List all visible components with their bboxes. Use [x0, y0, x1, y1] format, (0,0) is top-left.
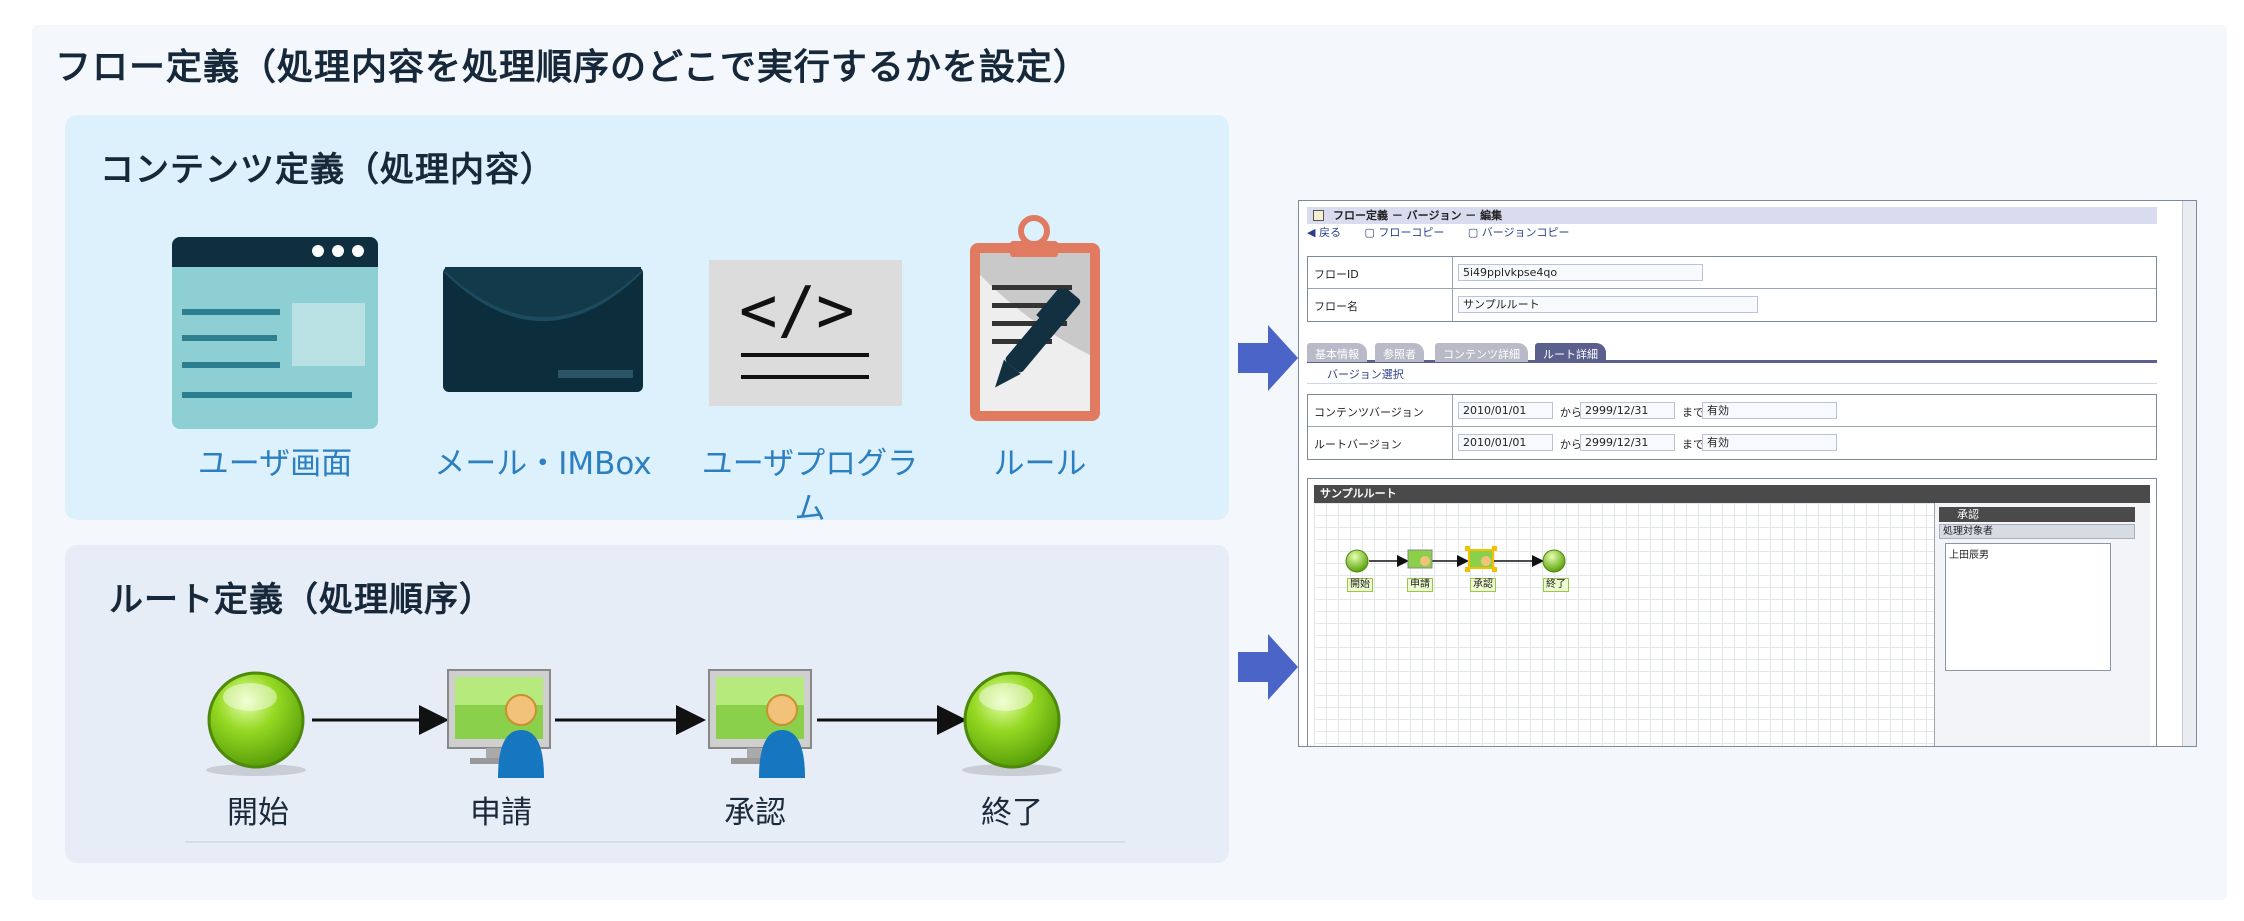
clipboard-pen-icon: [970, 215, 1100, 421]
flow-name-row: フロー名 サンプルルート: [1308, 289, 2156, 321]
processing-target-list[interactable]: 上田辰男: [1945, 543, 2111, 671]
from-text: から: [1560, 406, 1582, 419]
contents-title: コンテンツ定義（処理内容）: [100, 150, 555, 190]
flow-copy-label: フローコピー: [1378, 226, 1445, 239]
from-text: から: [1560, 438, 1582, 451]
window-title-bar: フロー定義 － バージョン － 編集: [1307, 207, 2157, 224]
contents-item-label: ユーザプログラム: [701, 446, 919, 527]
window-icon: [1313, 210, 1324, 221]
tab-bar: 基本情報 参照者 コンテンツ詳細 ルート詳細: [1307, 341, 2157, 363]
flow-info-form: フローID 5i49pplvkpse4qo フロー名 サンプルルート: [1307, 256, 2157, 322]
route-node-label: 申請: [470, 795, 532, 831]
route-version-from-field[interactable]: 2010/01/01: [1458, 434, 1553, 451]
version-select-label: バージョン選択: [1327, 368, 1404, 381]
processing-target-label: 処理対象者: [1939, 524, 2135, 539]
contents-item-label: ユーザ画面: [197, 446, 353, 482]
content-version-from-field[interactable]: 2010/01/01: [1458, 402, 1553, 419]
tab-basic-info[interactable]: 基本情報: [1307, 343, 1367, 362]
route-node-label: 承認: [1470, 578, 1496, 592]
route-node-label: 開始: [1347, 578, 1373, 592]
route-version-label: ルートバージョン: [1308, 427, 1453, 459]
back-label: 戻る: [1318, 226, 1341, 239]
code-icon: </>: [709, 260, 902, 406]
flow-name-field[interactable]: サンプルルート: [1458, 296, 1758, 313]
tab-viewers[interactable]: 参照者: [1375, 343, 1424, 362]
route-title: ルート定義（処理順序）: [109, 580, 494, 620]
flow-id-field[interactable]: 5i49pplvkpse4qo: [1458, 264, 1703, 281]
contents-definition-panel: コンテンツ定義（処理内容） ユーザ画面 メール・IMBox </> ユーザプログ…: [65, 115, 1229, 527]
route-definition-panel: ルート定義（処理順序）: [65, 545, 1229, 863]
route-canvas-graph: [1345, 546, 1566, 573]
vertical-scrollbar[interactable]: [2182, 201, 2196, 746]
flow-id-label: フローID: [1308, 257, 1453, 288]
route-panel-title: サンプルルート: [1314, 485, 2150, 503]
route-flow-diagram: [185, 669, 1125, 843]
until-text: まで: [1682, 438, 1704, 451]
content-version-label: コンテンツバージョン: [1308, 395, 1453, 426]
content-version-row: コンテンツバージョン 2010/01/01 から 2999/12/31 まで 有…: [1308, 395, 2156, 427]
route-editor-panel: サンプルルート: [1307, 478, 2157, 746]
route-node-label: 承認: [724, 795, 786, 831]
start-node-icon: [206, 671, 306, 776]
route-node-label: 終了: [1543, 578, 1569, 592]
page-title: フロー定義（処理内容を処理順序のどこで実行するかを設定）: [55, 47, 1090, 88]
tab-route-detail[interactable]: ルート詳細: [1535, 343, 1606, 362]
envelope-icon: [443, 267, 643, 392]
flow-name-label: フロー名: [1308, 289, 1453, 321]
until-text: まで: [1682, 406, 1704, 419]
version-copy-label: バージョンコピー: [1481, 226, 1570, 239]
user-screen-node-icon: [447, 669, 551, 778]
flow-editor-screenshot: フロー定義 － バージョン － 編集 ◀ 戻る ▢ フローコピー ▢ バージョン…: [1298, 200, 2197, 747]
end-node-icon: [962, 671, 1062, 776]
route-version-row: ルートバージョン 2010/01/01 から 2999/12/31 まで 有効: [1308, 427, 2156, 459]
version-copy-link[interactable]: ▢ バージョンコピー: [1467, 226, 1570, 239]
svg-text:</>: </>: [739, 274, 855, 348]
browser-window-icon: [172, 237, 378, 429]
tab-content-detail[interactable]: コンテンツ詳細: [1435, 343, 1528, 362]
processing-target-user: 上田辰男: [1949, 550, 1989, 561]
route-node-label: 終了: [981, 795, 1043, 831]
node-property-panel: 承認 処理対象者 上田辰男: [1934, 503, 2150, 746]
blue-arrow-icon: [1238, 634, 1298, 700]
flow-id-row: フローID 5i49pplvkpse4qo: [1308, 257, 2156, 289]
version-form: コンテンツバージョン 2010/01/01 から 2999/12/31 まで 有…: [1307, 394, 2157, 460]
route-version-to-field[interactable]: 2999/12/31: [1580, 434, 1675, 451]
blue-arrow-icon: [1238, 325, 1298, 391]
content-version-to-field[interactable]: 2999/12/31: [1580, 402, 1675, 419]
node-property-title: 承認: [1939, 507, 2135, 522]
contents-item-label: ルール: [993, 446, 1087, 482]
toolbar: ◀ 戻る ▢ フローコピー ▢ バージョンコピー: [1307, 225, 2157, 241]
route-node-label: 開始: [227, 795, 289, 831]
user-screen-node-icon: [708, 669, 812, 778]
version-select-link[interactable]: バージョン選択: [1307, 366, 2157, 384]
route-canvas[interactable]: 開始 申請 承認 終了: [1314, 503, 1934, 746]
flow-copy-link[interactable]: ▢ フローコピー: [1364, 226, 1445, 239]
content-version-status: 有効: [1702, 402, 1837, 419]
back-link[interactable]: ◀ 戻る: [1307, 226, 1341, 239]
route-node-label: 申請: [1407, 578, 1433, 592]
window-title: フロー定義 － バージョン － 編集: [1333, 209, 1503, 222]
contents-item-label: メール・IMBox: [434, 446, 652, 482]
route-version-status: 有効: [1702, 434, 1837, 451]
